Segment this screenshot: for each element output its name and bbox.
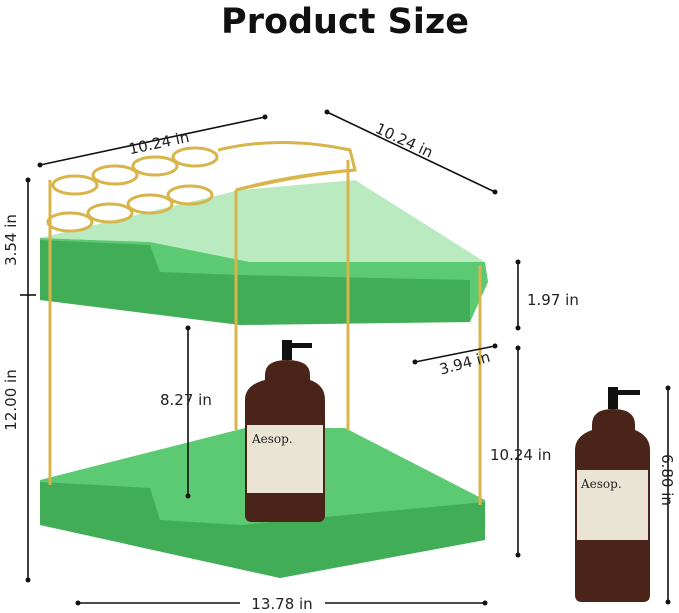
upper-tray — [40, 180, 488, 325]
dim-lower-height: 10.24 in — [490, 446, 551, 464]
dim-shelf-gap: 8.27 in — [160, 391, 212, 409]
dim-holder-height: 3.54 in — [2, 214, 20, 266]
dimension-lines — [20, 109, 671, 606]
gold-frame — [46, 141, 482, 505]
bottle-brand-label: Aesop. — [580, 477, 622, 491]
bottle-on-shelf: Aesop. — [245, 340, 325, 522]
dim-total-height: 12.00 in — [2, 369, 20, 430]
bottle-brand-label: Aesop. — [251, 432, 293, 446]
dim-bottle-height: 6.80 in — [658, 454, 676, 506]
bottle-standalone: Aesop. — [575, 387, 650, 602]
title: Product Size — [221, 2, 469, 42]
dim-total-length: 13.78 in — [251, 595, 312, 613]
dim-top-left-width: 10.24 in — [127, 128, 191, 158]
dim-top-right-width: 10.24 in — [372, 119, 435, 161]
dim-tray-depth: 1.97 in — [527, 291, 579, 309]
